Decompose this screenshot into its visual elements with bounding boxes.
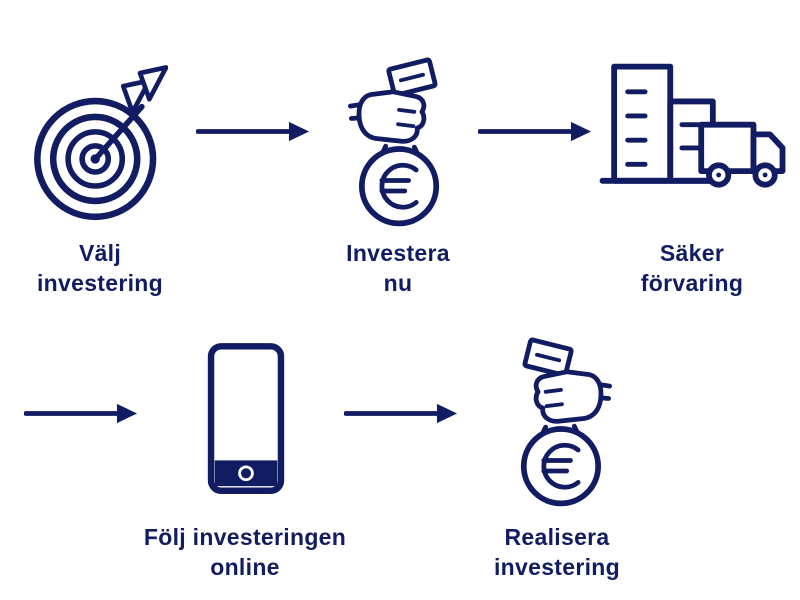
- step-label: Säker förvaring: [640, 240, 744, 297]
- step-label: Investera nu: [346, 240, 450, 297]
- smartphone-icon: [200, 335, 292, 503]
- arrow-right-icon: [478, 118, 593, 145]
- step-label: Följ investeringen online: [143, 524, 347, 581]
- step-label: Välj investering: [36, 240, 163, 297]
- money-bag-icon: [338, 50, 462, 228]
- arrow-right-icon: [344, 400, 459, 427]
- target-icon: [28, 58, 168, 230]
- money-bag-icon: [498, 330, 622, 508]
- arrow-right-icon: [196, 118, 311, 145]
- arrow-right-icon: [24, 400, 139, 427]
- building-truck-icon: [598, 55, 788, 205]
- step-label: Realisera investering: [493, 524, 620, 581]
